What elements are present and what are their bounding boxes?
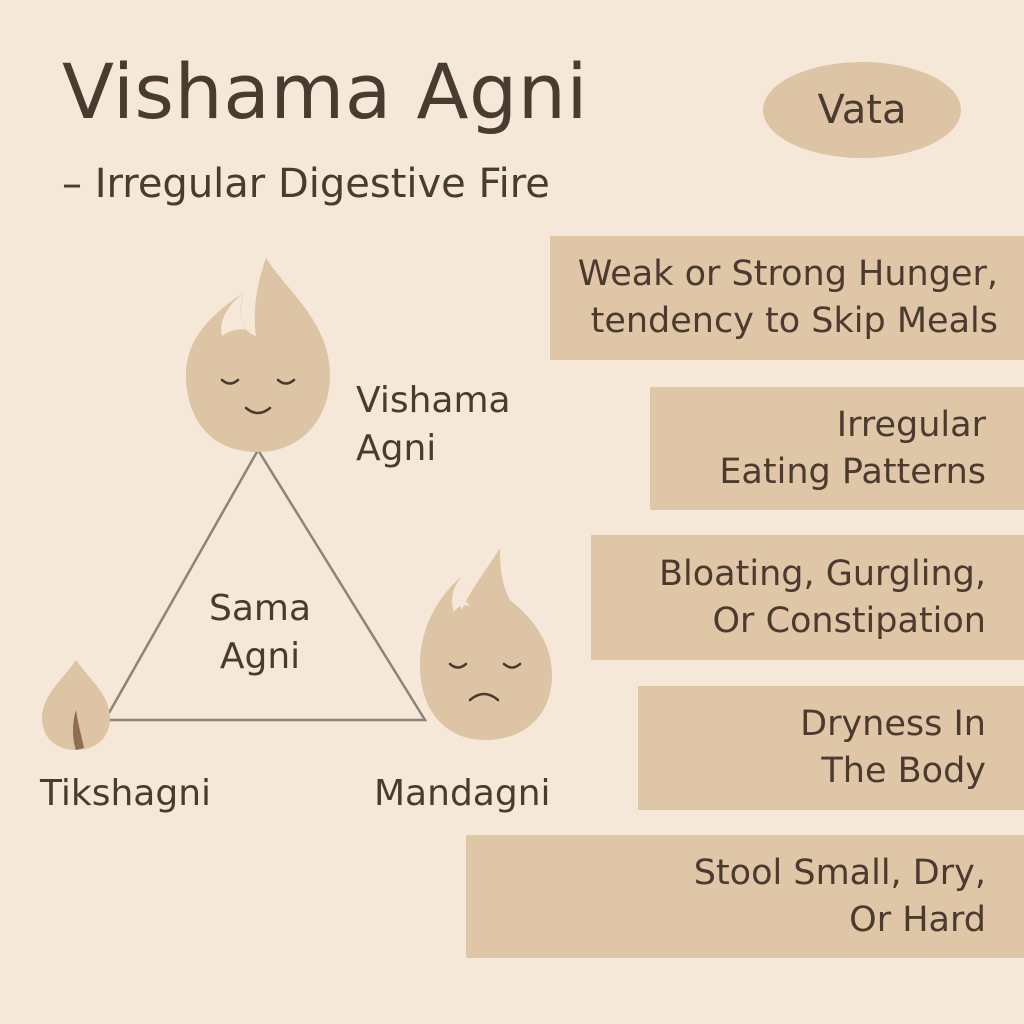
smiling-flame-icon: [186, 258, 330, 452]
sad-flame-icon: [420, 548, 552, 740]
symptom-text: Stool Small, Dry, Or Hard: [693, 852, 986, 940]
symptom-box: Stool Small, Dry, Or Hard: [466, 835, 1024, 958]
small-flame-icon: [42, 660, 110, 750]
symptom-box: Dryness In The Body: [638, 686, 1024, 810]
page-title: Vishama Agni: [62, 47, 589, 136]
symptom-text: Weak or Strong Hunger, tendency to Skip …: [577, 254, 998, 341]
symptom-box: Irregular Eating Patterns: [650, 387, 1024, 510]
node-label-tikshagni: Tikshagni: [40, 773, 212, 814]
page-subtitle: – Irregular Digestive Fire: [62, 161, 550, 207]
node-label-mandagni: Mandagni: [374, 773, 551, 814]
agni-triangle: [102, 447, 428, 722]
dosha-badge: Vata: [763, 62, 961, 158]
node-label-sama-agni: Sama Agni: [208, 588, 312, 677]
node-label-vishama-agni: Vishama Agni: [356, 380, 511, 469]
symptom-box: Weak or Strong Hunger, tendency to Skip …: [550, 236, 1024, 360]
symptom-text: Irregular Eating Patterns: [719, 404, 986, 492]
symptom-text: Dryness In The Body: [800, 704, 986, 791]
agni-triangle-diagram: Vishama Agni Sama Agni Tikshagni Mandagn…: [0, 240, 600, 860]
symptom-box: Bloating, Gurgling, Or Constipation: [591, 535, 1024, 660]
symptom-text: Bloating, Gurgling, Or Constipation: [659, 553, 986, 641]
